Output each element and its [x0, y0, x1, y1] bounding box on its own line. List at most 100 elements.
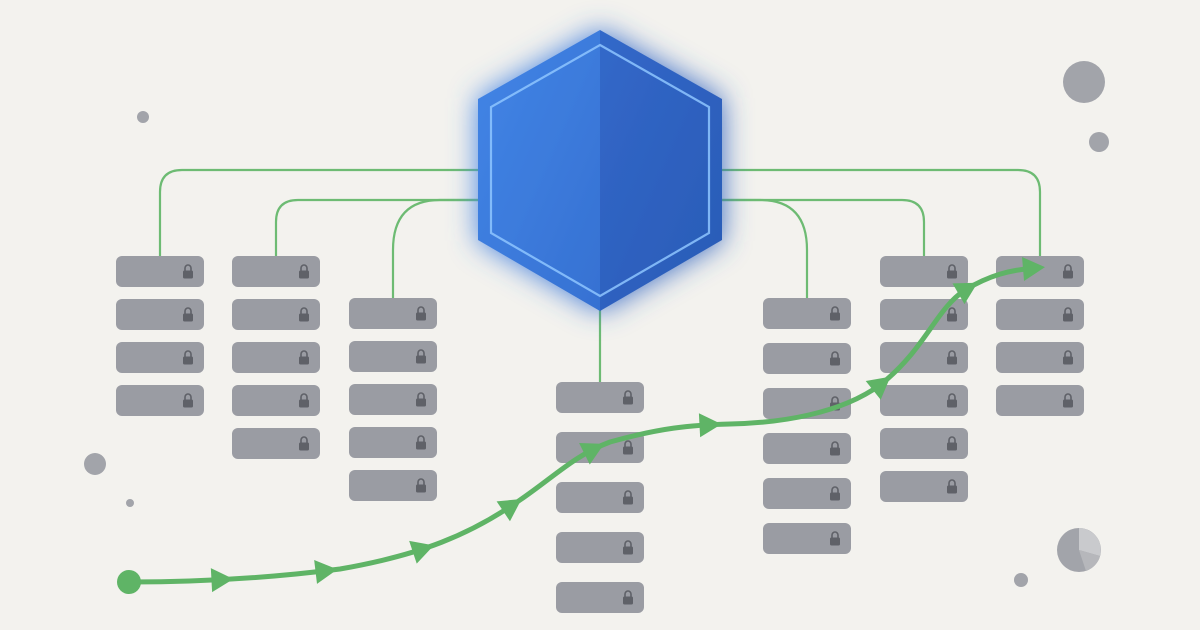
lock-icon [416, 435, 426, 450]
decor-dot [137, 111, 149, 123]
path-arrows [210, 257, 1045, 593]
block [232, 299, 320, 330]
block [556, 382, 644, 413]
block [996, 385, 1084, 416]
block [349, 298, 437, 329]
path-start-node [117, 570, 141, 594]
connector-col-2 [274, 198, 478, 256]
connector-col-6 [722, 198, 926, 256]
block [763, 343, 851, 374]
hub-connectors [158, 168, 1042, 382]
hub-inner-outline [489, 43, 711, 298]
block [349, 384, 437, 415]
lock-icon [830, 486, 840, 501]
block [116, 385, 204, 416]
lock-icon [947, 264, 957, 279]
block [116, 299, 204, 330]
lock-icon [183, 264, 193, 279]
lock-icon [830, 351, 840, 366]
lock-icon [1063, 264, 1073, 279]
arrow-head-icon [409, 540, 434, 564]
decorative-dots [84, 61, 1109, 587]
path-line [126, 265, 1038, 585]
block-column-3 [349, 298, 437, 501]
block [763, 298, 851, 329]
lock-icon [623, 490, 633, 505]
block [880, 256, 968, 287]
block [349, 341, 437, 372]
arrow-head-icon [952, 282, 978, 305]
block [880, 471, 968, 502]
block [556, 582, 644, 613]
block [880, 342, 968, 373]
lock-icon [623, 590, 633, 605]
block-column-7 [996, 256, 1084, 416]
lock-icon [299, 307, 309, 322]
block [556, 482, 644, 513]
decor-dot [1089, 132, 1109, 152]
arrow-head-icon [698, 413, 722, 438]
block [116, 342, 204, 373]
lock-icon [830, 306, 840, 321]
block [763, 478, 851, 509]
block-column-2 [232, 256, 320, 459]
arrow-head-icon [865, 376, 891, 400]
block [349, 427, 437, 458]
block [880, 385, 968, 416]
connector-col-5 [722, 198, 809, 298]
lock-icon [830, 531, 840, 546]
block [232, 342, 320, 373]
progress-path [117, 257, 1045, 594]
arrow-head-icon [579, 442, 605, 465]
block-column-5 [763, 298, 851, 554]
lock-icon [416, 349, 426, 364]
lock-icon [830, 441, 840, 456]
lock-icon [947, 479, 957, 494]
lock-icon [416, 392, 426, 407]
block-column-6 [880, 256, 968, 502]
lock-icon [623, 390, 633, 405]
lock-icon [1063, 393, 1073, 408]
arrow-head-icon [496, 499, 522, 522]
lock-icon [183, 393, 193, 408]
block-column-1 [116, 256, 204, 416]
lock-icon [623, 440, 633, 455]
block [232, 385, 320, 416]
lock-icon [947, 307, 957, 322]
block [116, 256, 204, 287]
hexagon-hub-icon [478, 30, 722, 311]
block [996, 256, 1084, 287]
lock-icon [183, 307, 193, 322]
lock-icon [416, 306, 426, 321]
arrow-head-icon [210, 568, 234, 593]
decor-dot [1063, 61, 1105, 103]
block [349, 470, 437, 501]
block [232, 256, 320, 287]
lock-icon [299, 264, 309, 279]
block [763, 523, 851, 554]
lock-icon [183, 350, 193, 365]
block [880, 299, 968, 330]
block [996, 342, 1084, 373]
lock-icon [1063, 350, 1073, 365]
connector-col-1 [158, 168, 478, 256]
connector-col-7 [722, 168, 1042, 256]
lock-icon [416, 478, 426, 493]
block [556, 532, 644, 563]
lock-icon [1063, 307, 1073, 322]
lock-icon [947, 436, 957, 451]
block [232, 428, 320, 459]
block [996, 299, 1084, 330]
block-column-4 [556, 382, 644, 613]
block [880, 428, 968, 459]
arrow-head-icon [314, 560, 338, 584]
hub-left-face [478, 30, 600, 311]
block [763, 433, 851, 464]
decor-dot [84, 453, 106, 475]
lock-icon [947, 393, 957, 408]
arrow-head-icon [1022, 257, 1045, 281]
lock-icon [299, 393, 309, 408]
connector-col-3 [391, 198, 478, 298]
lock-icon [299, 350, 309, 365]
